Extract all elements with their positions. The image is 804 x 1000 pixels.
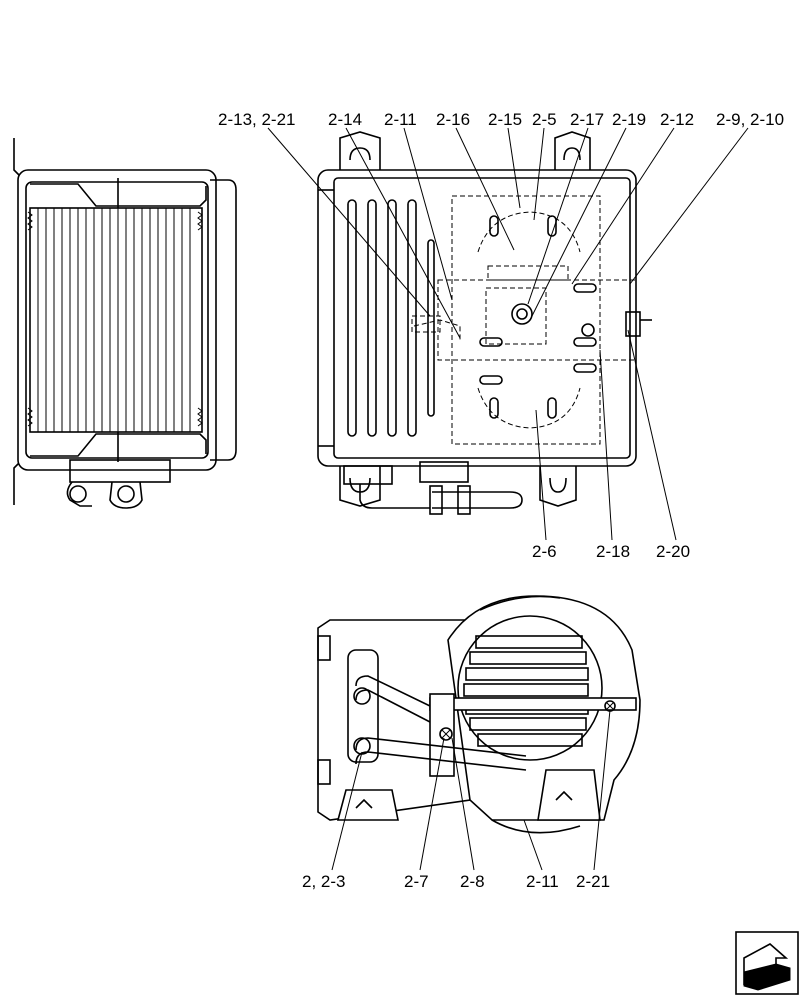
callout-2-11-top: 2-11 [384, 110, 417, 129]
callout-2-16: 2-16 [436, 110, 470, 129]
callout-2-13-2-21: 2-13, 2-21 [218, 110, 296, 129]
callout-2-7: 2-7 [404, 872, 429, 891]
leader-lines [267, 127, 749, 871]
front-view-unit [317, 131, 652, 515]
callout-2-2-3: 2, 2-3 [302, 872, 345, 891]
callout-2-8: 2-8 [460, 872, 485, 891]
callout-2-21: 2-21 [576, 872, 610, 891]
callout-labels: 2-13, 2-21 2-14 2-11 2-16 2-15 2-5 2-17 … [218, 110, 784, 891]
callout-2-14: 2-14 [328, 110, 362, 129]
callout-2-5: 2-5 [532, 110, 557, 129]
callout-2-18: 2-18 [596, 542, 630, 561]
callout-2-19: 2-19 [612, 110, 646, 129]
callout-2-9-2-10: 2-9, 2-10 [716, 110, 784, 129]
next-page-arrow-icon[interactable] [735, 931, 799, 995]
side-view-core [13, 138, 237, 509]
callout-2-12: 2-12 [660, 110, 694, 129]
callout-2-6: 2-6 [532, 542, 557, 561]
callout-2-20: 2-20 [656, 542, 690, 561]
callout-2-11-bottom: 2-11 [526, 872, 559, 891]
blower-view [317, 595, 641, 834]
callout-2-17: 2-17 [570, 110, 604, 129]
callout-2-15: 2-15 [488, 110, 522, 129]
